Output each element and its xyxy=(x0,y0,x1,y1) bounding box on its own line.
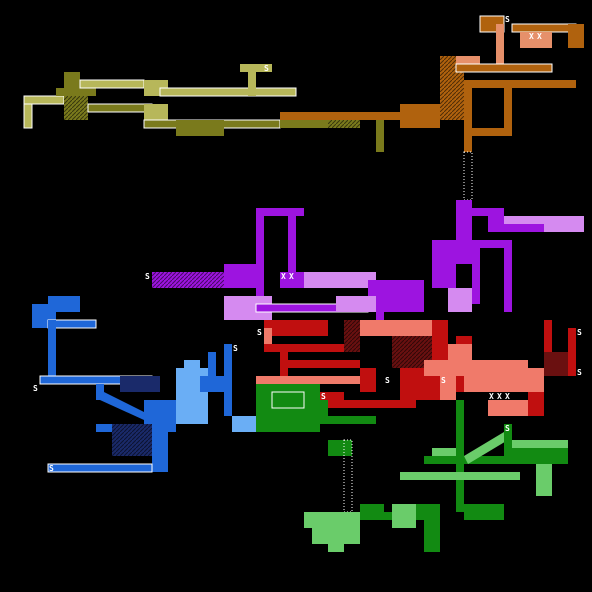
save-marker[interactable]: S xyxy=(145,272,150,281)
save-marker[interactable]: S xyxy=(441,376,446,385)
boss-marker[interactable]: X xyxy=(289,272,294,281)
save-marker[interactable]: S xyxy=(505,424,510,433)
olive-region[interactable]: S xyxy=(23,64,384,152)
boss-marker[interactable]: X xyxy=(497,392,502,401)
orange-region[interactable]: S xyxy=(280,15,584,152)
boss-marker[interactable]: X xyxy=(281,272,286,281)
boss-marker[interactable]: X xyxy=(505,392,510,401)
save-marker[interactable]: S xyxy=(385,376,390,385)
green-region[interactable]: S S xyxy=(256,384,568,552)
save-marker[interactable]: S xyxy=(49,464,54,473)
boss-markers: X X X X X X X xyxy=(281,32,542,401)
save-marker[interactable]: S xyxy=(233,344,238,353)
crimson-region[interactable]: S S S S S xyxy=(256,320,582,416)
save-marker[interactable]: S xyxy=(257,328,262,337)
boss-marker[interactable]: X xyxy=(529,32,534,41)
save-marker[interactable]: S xyxy=(321,392,326,401)
save-marker[interactable]: S xyxy=(505,15,510,24)
boss-marker[interactable]: X xyxy=(489,392,494,401)
save-marker[interactable]: S xyxy=(33,384,38,393)
save-marker[interactable]: S xyxy=(577,368,582,377)
save-marker[interactable]: S xyxy=(264,64,269,73)
blue-region[interactable]: S S S xyxy=(32,296,256,473)
violet-region[interactable]: S xyxy=(145,200,584,320)
boss-marker[interactable]: X xyxy=(537,32,542,41)
save-marker[interactable]: S xyxy=(577,328,582,337)
